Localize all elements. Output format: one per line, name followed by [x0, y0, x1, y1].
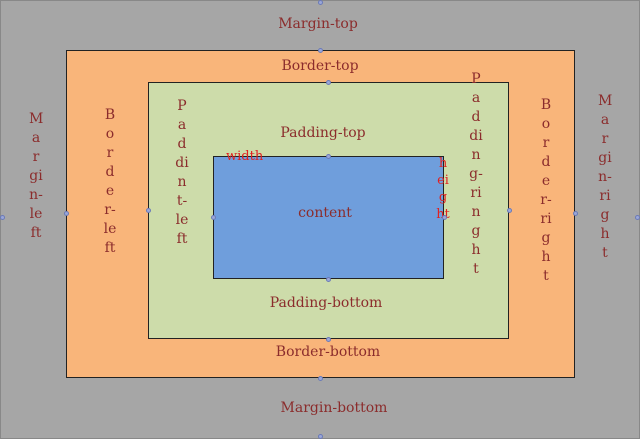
- margin-top-label: Margin-top: [278, 16, 358, 32]
- width-label: width: [226, 149, 264, 164]
- handle-border-top[interactable]: [318, 48, 323, 53]
- margin-bottom-label: Margin-bottom: [280, 400, 388, 416]
- padding-bottom-label: Padding-bottom: [269, 295, 383, 311]
- margin-right-label: Margin-right: [598, 93, 613, 261]
- handle-padding-left[interactable]: [146, 208, 151, 213]
- handle-padding-top[interactable]: [326, 80, 331, 85]
- handle-border-left[interactable]: [64, 211, 69, 216]
- margin-left-label: Margin-left: [29, 111, 44, 241]
- content-label: content: [298, 205, 352, 221]
- handle-margin-top[interactable]: [318, 0, 323, 5]
- padding-right-label: Padding-ringht: [469, 71, 483, 277]
- content-area: [213, 156, 444, 279]
- handle-margin-bottom[interactable]: [318, 434, 323, 439]
- padding-left-label: Paddint-left: [175, 98, 189, 247]
- handle-padding-right[interactable]: [507, 208, 512, 213]
- height-label: height: [436, 156, 450, 222]
- border-left-label: Border-left: [103, 107, 117, 256]
- border-top-label: Border-top: [281, 58, 359, 74]
- handle-margin-right[interactable]: [635, 215, 640, 220]
- handle-content-left[interactable]: [211, 215, 216, 220]
- handle-content-right[interactable]: [442, 215, 447, 220]
- handle-content-top[interactable]: [326, 154, 331, 159]
- padding-top-label: Padding-top: [280, 125, 366, 141]
- handle-border-bottom[interactable]: [318, 376, 323, 381]
- border-bottom-label: Border-bottom: [275, 344, 381, 360]
- handle-padding-bottom[interactable]: [326, 337, 331, 342]
- border-right-label: Border-right: [540, 97, 552, 284]
- handle-margin-left[interactable]: [0, 215, 5, 220]
- handle-border-right[interactable]: [573, 211, 578, 216]
- handle-content-bottom[interactable]: [326, 277, 331, 282]
